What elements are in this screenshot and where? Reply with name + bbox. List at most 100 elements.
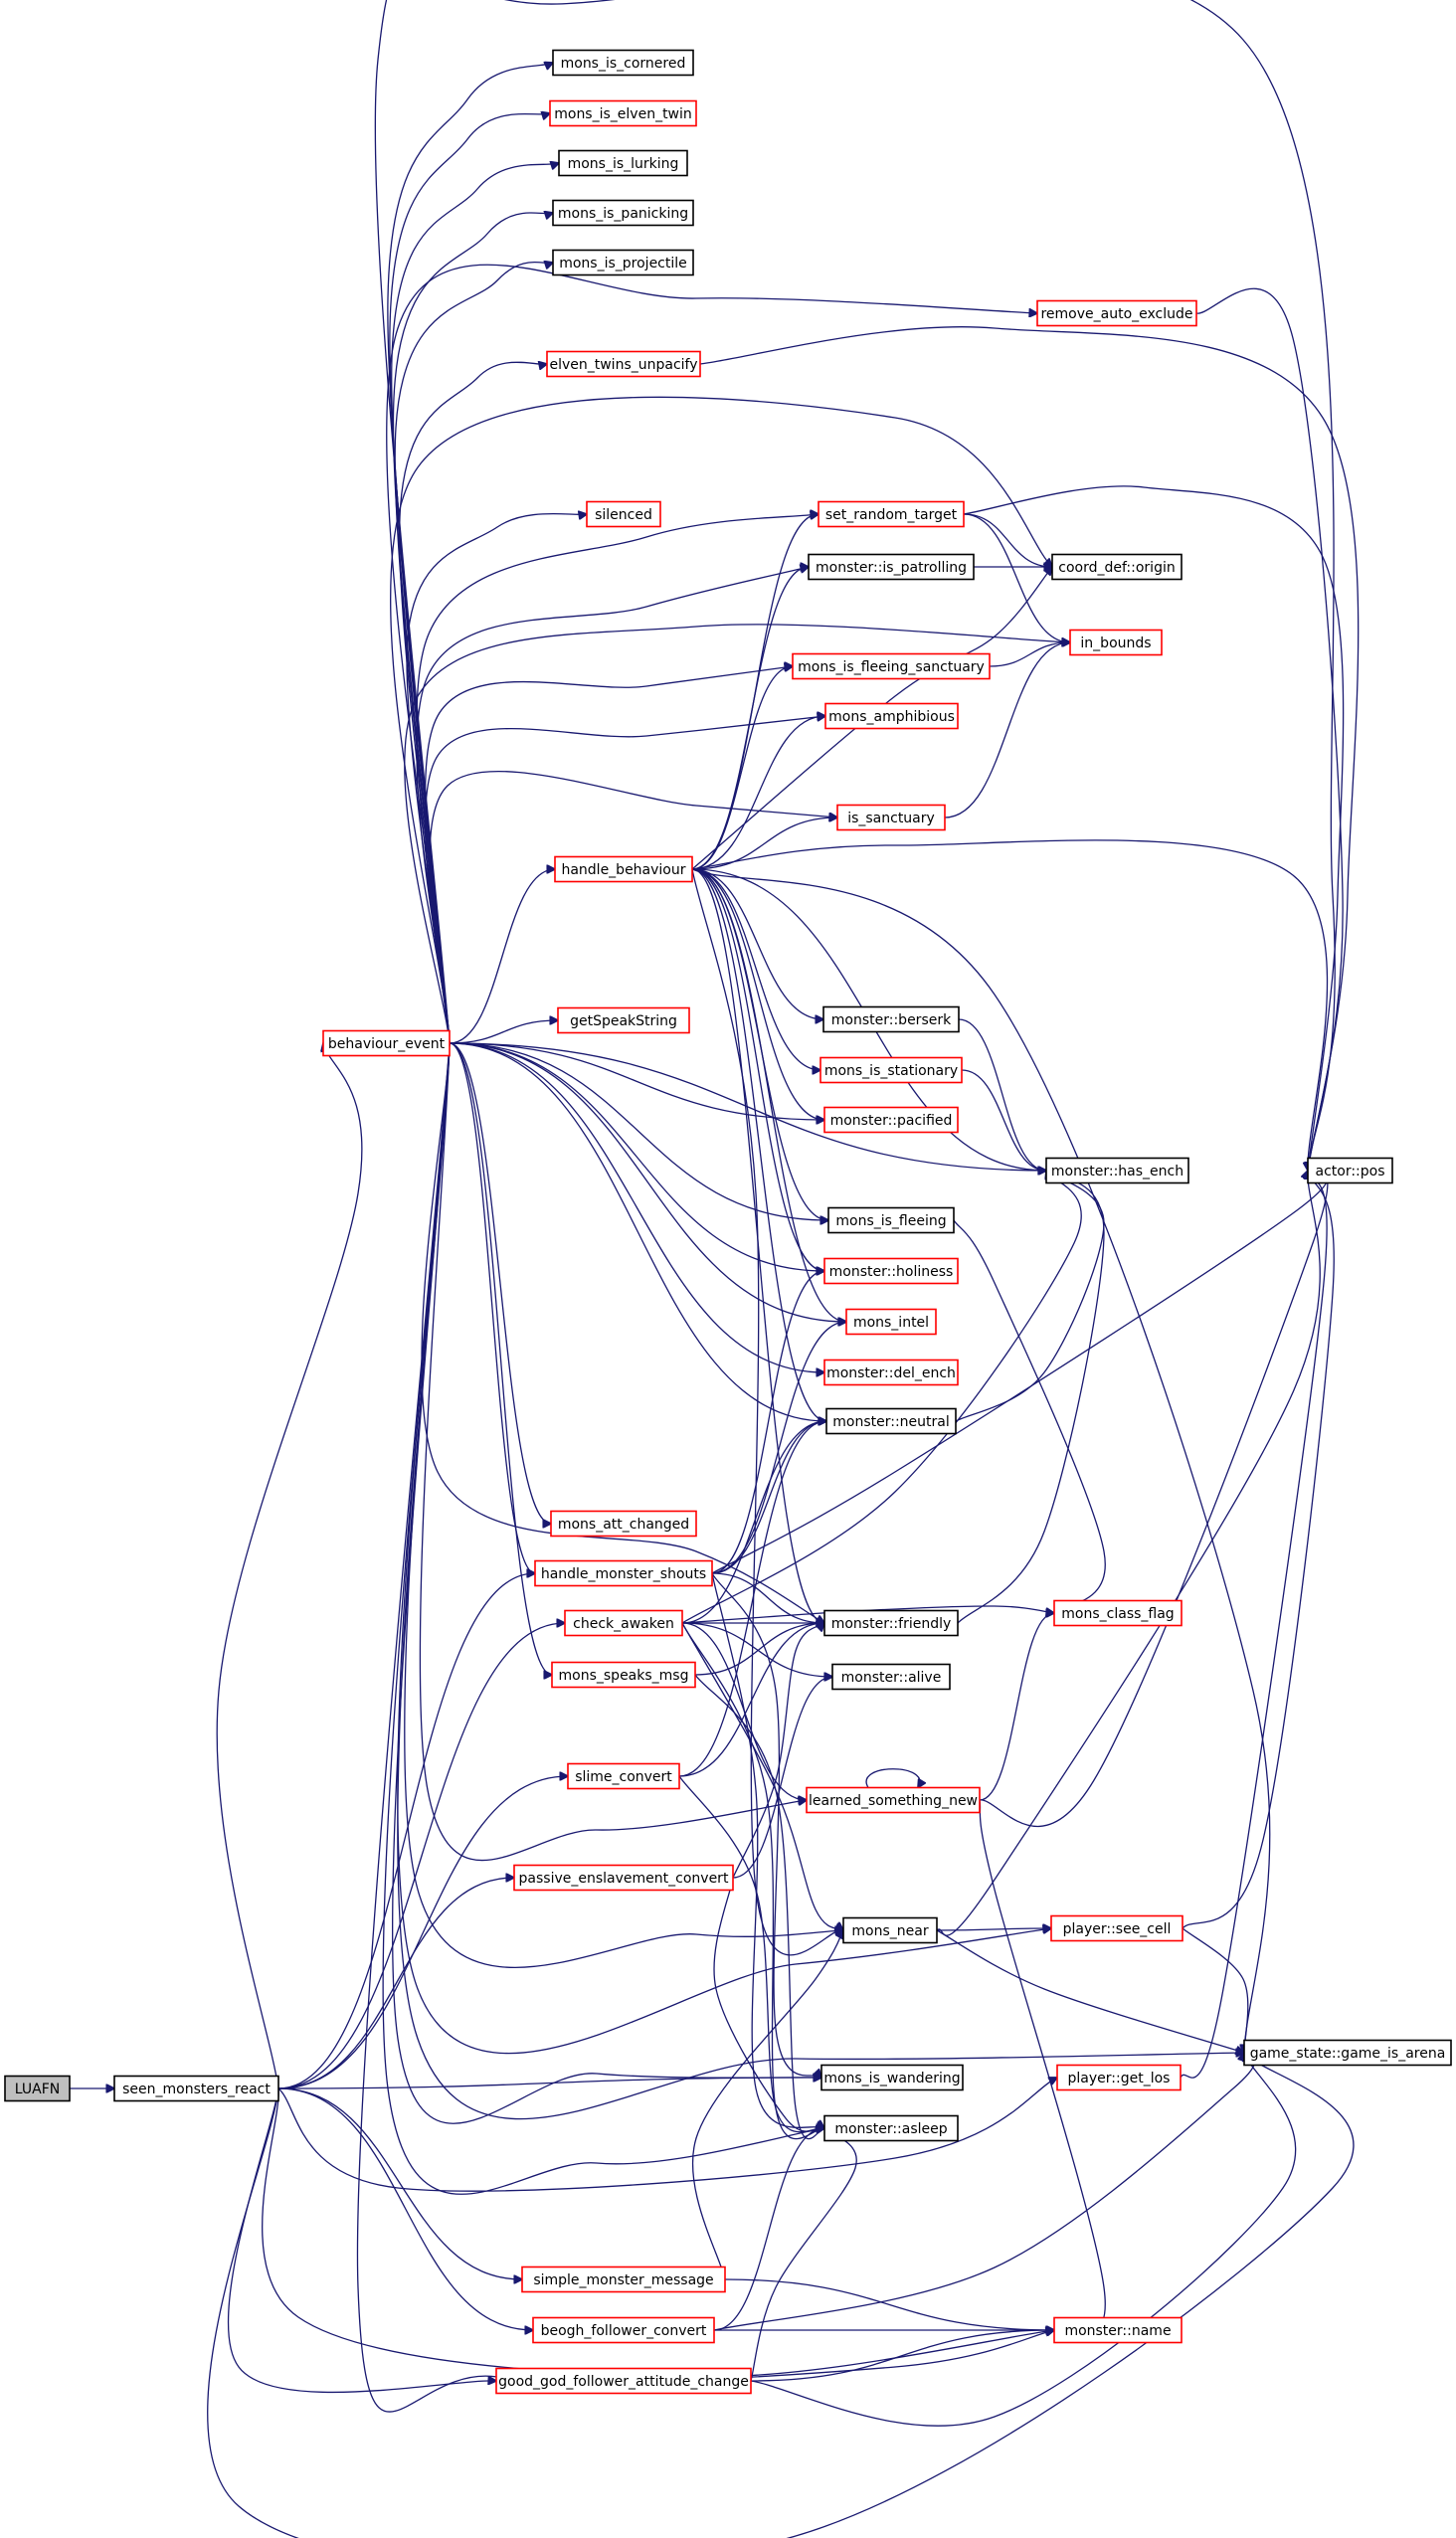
node-getSpeakString[interactable]: getSpeakString [557, 1006, 690, 1034]
node-box[interactable] [113, 2075, 279, 2102]
node-box[interactable] [1053, 1599, 1183, 1627]
node-box[interactable] [586, 500, 661, 528]
node-box[interactable] [1050, 1914, 1183, 1942]
node-box[interactable] [1051, 553, 1183, 581]
node-check-awaken[interactable]: check_awaken [564, 1609, 683, 1637]
node-mons-is-fleeing[interactable]: mons_is_fleeing [827, 1206, 955, 1234]
node-box[interactable] [818, 500, 965, 528]
node-monster-berserk[interactable]: monster::berserk [822, 1005, 960, 1033]
node-box[interactable] [564, 1609, 683, 1637]
node-mons-is-cornered[interactable]: mons_is_cornered [552, 49, 694, 77]
node-box[interactable] [831, 1663, 951, 1691]
node-coord-def-origin[interactable]: coord_def::origin [1051, 553, 1183, 581]
node-box[interactable] [4, 2075, 71, 2102]
node-mons-is-wandering[interactable]: mons_is_wandering [820, 2064, 964, 2091]
node-monster-pacified[interactable]: monster::pacified [823, 1106, 959, 1134]
node-good-god-follower-attitude-change[interactable]: good_god_follower_attitude_change [495, 2367, 752, 2395]
node-box[interactable] [521, 2266, 726, 2293]
node-LUAFN[interactable]: LUAFN [4, 2075, 71, 2102]
node-silenced[interactable]: silenced [586, 500, 661, 528]
node-box[interactable] [823, 1609, 959, 1637]
node-mons-att-changed[interactable]: mons_att_changed [550, 1510, 697, 1538]
node-mons-is-elven-twin[interactable]: mons_is_elven_twin [549, 99, 697, 127]
node-box[interactable] [554, 855, 693, 883]
node-monster-has-ench[interactable]: monster::has_ench [1045, 1157, 1189, 1184]
node-mons-speaks-msg[interactable]: mons_speaks_msg [551, 1661, 696, 1689]
node-mons-is-stationary[interactable]: mons_is_stationary [819, 1056, 963, 1084]
node-mons-is-lurking[interactable]: mons_is_lurking [558, 149, 688, 177]
node-in-bounds[interactable]: in_bounds [1069, 629, 1163, 656]
node-box[interactable] [495, 2367, 752, 2395]
node-mons-is-fleeing-sanctuary[interactable]: mons_is_fleeing_sanctuary [792, 652, 991, 680]
node-box[interactable] [558, 149, 688, 177]
node-handle-behaviour[interactable]: handle_behaviour [554, 855, 693, 883]
node-monster-name[interactable]: monster::name [1053, 2316, 1183, 2344]
node-monster-asleep[interactable]: monster::asleep [823, 2114, 959, 2142]
node-box[interactable] [808, 553, 975, 581]
node-elven-twins-unpacify[interactable]: elven_twins_unpacify [546, 350, 701, 378]
node-box[interactable] [845, 1308, 937, 1336]
node-box[interactable] [823, 1257, 959, 1285]
node-box[interactable] [1036, 299, 1197, 327]
node-monster-del-ench[interactable]: monster::del_ench [823, 1359, 959, 1386]
node-behaviour-event[interactable]: behaviour_event [322, 1029, 451, 1057]
node-game-state-game-is-arena[interactable]: game_state::game_is_arena [1243, 2039, 1452, 2067]
node-box[interactable] [822, 1005, 960, 1033]
node-box[interactable] [823, 1106, 959, 1134]
node-box[interactable] [1056, 2064, 1182, 2091]
node-box[interactable] [823, 2114, 959, 2142]
node-box[interactable] [552, 199, 694, 227]
node-box[interactable] [792, 652, 991, 680]
node-box[interactable] [551, 1661, 696, 1689]
node-box[interactable] [819, 1056, 963, 1084]
node-is-sanctuary[interactable]: is_sanctuary [836, 804, 946, 831]
node-box[interactable] [1045, 1157, 1189, 1184]
node-actor-pos[interactable]: actor::pos [1307, 1157, 1393, 1184]
node-box[interactable] [550, 1510, 697, 1538]
node-mons-is-projectile[interactable]: mons_is_projectile [552, 249, 694, 276]
node-box[interactable] [532, 2316, 715, 2344]
node-box[interactable] [1243, 2039, 1452, 2067]
node-box[interactable] [825, 1407, 957, 1435]
node-monster-alive[interactable]: monster::alive [831, 1663, 951, 1691]
node-box[interactable] [806, 1786, 981, 1814]
node-monster-holiness[interactable]: monster::holiness [823, 1257, 959, 1285]
node-box[interactable] [513, 1864, 734, 1892]
node-box[interactable] [842, 1916, 938, 1944]
node-box[interactable] [552, 49, 694, 77]
node-simple-monster-message[interactable]: simple_monster_message [521, 2266, 726, 2293]
node-box[interactable] [1053, 2316, 1183, 2344]
node-beogh-follower-convert[interactable]: beogh_follower_convert [532, 2316, 715, 2344]
node-passive-enslavement-convert[interactable]: passive_enslavement_convert [513, 1864, 734, 1892]
node-box[interactable] [823, 1359, 959, 1386]
node-box[interactable] [534, 1559, 713, 1587]
node-box[interactable] [322, 1029, 451, 1057]
node-mons-class-flag[interactable]: mons_class_flag [1053, 1599, 1183, 1627]
node-slime-convert[interactable]: slime_convert [567, 1762, 680, 1790]
node-box[interactable] [820, 2064, 964, 2091]
node-box[interactable] [1069, 629, 1163, 656]
node-box[interactable] [836, 804, 946, 831]
node-box[interactable] [827, 1206, 955, 1234]
node-monster-is-patrolling[interactable]: monster::is_patrolling [808, 553, 975, 581]
node-handle-monster-shouts[interactable]: handle_monster_shouts [534, 1559, 713, 1587]
node-monster-neutral[interactable]: monster::neutral [825, 1407, 957, 1435]
node-box[interactable] [557, 1006, 690, 1034]
node-box[interactable] [552, 249, 694, 276]
node-seen-monsters-react[interactable]: seen_monsters_react [113, 2075, 279, 2102]
node-box[interactable] [1307, 1157, 1393, 1184]
node-box[interactable] [567, 1762, 680, 1790]
node-mons-near[interactable]: mons_near [842, 1916, 938, 1944]
node-box[interactable] [546, 350, 701, 378]
node-player-get-los[interactable]: player::get_los [1056, 2064, 1182, 2091]
node-remove-auto-exclude[interactable]: remove_auto_exclude [1036, 299, 1197, 327]
node-player-see-cell[interactable]: player::see_cell [1050, 1914, 1183, 1942]
node-set-random-target[interactable]: set_random_target [818, 500, 965, 528]
node-mons-intel[interactable]: mons_intel [845, 1308, 937, 1336]
node-box[interactable] [549, 99, 697, 127]
node-monster-friendly[interactable]: monster::friendly [823, 1609, 959, 1637]
node-mons-is-panicking[interactable]: mons_is_panicking [552, 199, 694, 227]
node-mons-amphibious[interactable]: mons_amphibious [824, 702, 959, 730]
node-learned-something-new[interactable]: learned_something_new [806, 1786, 981, 1814]
node-box[interactable] [824, 702, 959, 730]
